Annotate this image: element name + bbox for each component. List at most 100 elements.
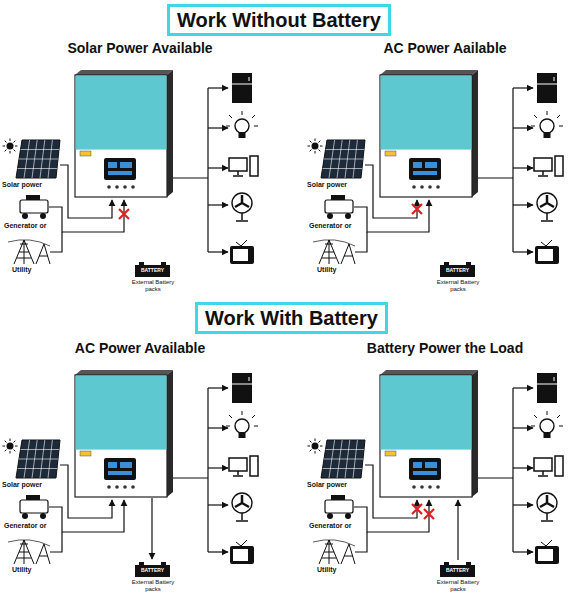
solar-cell-line [21,449,60,450]
lcd-screen [409,458,441,480]
fridge [537,73,557,103]
generator-body [20,500,48,513]
bulb-base [239,132,246,138]
solar-cell-line [326,449,365,450]
panel-title: AC Power Available [0,341,290,356]
battery-text: BATTERY [440,268,475,274]
generator-wheel [327,213,333,219]
output-arrow [208,387,228,388]
button [420,485,424,489]
bulb-rays [226,411,258,426]
output-arrow [208,167,228,168]
solar-cell-line [21,149,60,150]
battery-terminal [444,262,449,265]
battery-terminal [444,562,449,565]
pc-tower [250,156,258,176]
sun-ray [319,450,321,452]
generator-top [331,195,345,200]
charge-arrow [151,498,152,559]
sun-ray [310,450,312,452]
output-arrow [208,427,228,428]
fridge-door [537,384,557,385]
output-arrow [208,251,228,252]
output-bus [173,388,208,552]
solar-cell-line [337,440,342,478]
battery-text: BATTERY [440,568,475,574]
utility-wire [50,532,62,552]
solar-cell-line [324,159,363,160]
tv-screen [538,549,553,561]
button [420,185,424,189]
fridge-handle [249,377,250,381]
generator-wheel [22,213,28,219]
fan-blades [235,195,249,207]
sun-ray [15,446,18,447]
tv [535,546,559,564]
bulb-rays [226,111,258,126]
bulb [540,419,554,433]
warning-sticker [80,451,91,456]
solar-panel [321,440,365,478]
tv-screen [538,249,553,261]
bulb [235,119,249,133]
sun-ray [315,139,316,142]
sun [7,143,14,150]
solar-cell-line [48,140,52,178]
sun-ray [310,150,312,152]
output-arrow [208,204,228,205]
sun [312,443,319,450]
fridge-handle [249,77,250,81]
battery [135,265,170,277]
solar-cell-line [19,159,58,160]
solar-cell-line [24,440,30,478]
button [107,485,111,489]
fan [537,493,557,513]
tv-screen [233,249,248,261]
monitor [229,158,247,171]
inverter-top-edge [75,70,173,75]
sun-ray [320,146,323,147]
output-arrow [513,504,533,505]
lcd-segment [120,462,132,468]
power-line [313,240,355,246]
lcd-segment [413,171,437,175]
panel-title: Solar Power Available [0,41,290,56]
source-label: Solar power [2,481,54,489]
lcd-screen [104,158,136,180]
battery-caption: External Battery packs [126,579,180,592]
button [107,185,111,189]
solar-panel [321,140,365,178]
ac-wire [354,500,429,532]
power-line [8,540,50,546]
lcd-segment [413,462,422,468]
output-arrow [513,427,533,428]
output-arrow [208,551,228,552]
solar-cell-line [40,140,45,178]
lcd-segment [425,162,437,168]
sun-ray [5,450,7,452]
solar-cell-line [323,168,363,169]
fridge-handle [554,377,555,381]
utility-wire [50,232,62,252]
fan-stand [541,513,553,521]
panel-title: Battery Power the Load [295,341,580,356]
inverter-front-panel [76,76,167,150]
output-arrow [208,127,228,128]
generator-body [325,200,353,213]
output-arrow [513,251,533,252]
warning-sticker [385,151,396,156]
sun-ray [5,441,7,443]
lcd-segment [120,162,132,168]
monitor-stand [233,471,243,476]
inverter-front-panel [381,76,472,150]
sun-ray [308,446,311,447]
tv-screen [233,549,248,561]
generator-body [325,500,353,513]
battery-terminal [161,262,166,265]
generator-top [26,195,40,200]
heading-box: Work Without Battery [167,4,391,36]
sun-ray [320,446,323,447]
bulb [540,119,554,133]
tv-antenna [236,240,247,246]
sun-ray [5,141,7,143]
